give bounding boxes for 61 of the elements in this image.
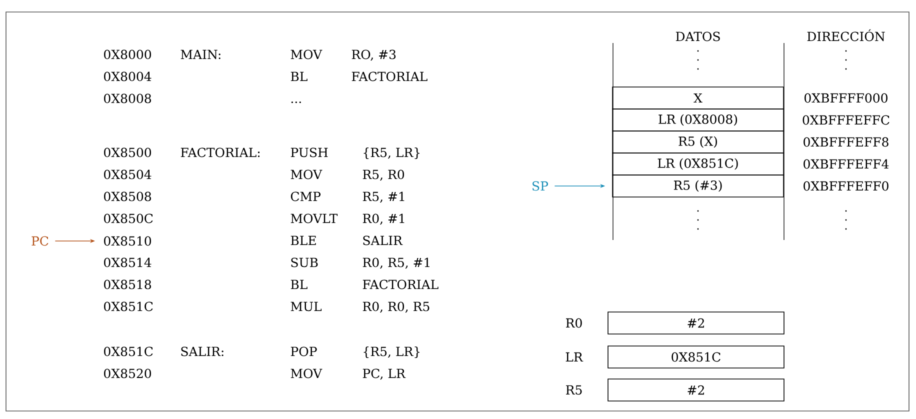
column-header: DIRECCIÓN — [807, 29, 885, 42]
address-text: 0XBFFFEFF0 — [804, 181, 888, 191]
code-text: BL — [290, 280, 308, 289]
code-text: {R5, LR} — [364, 148, 420, 160]
code-text: 0X8510 — [104, 236, 152, 246]
address-text: 0XBFFFEFF8 — [804, 137, 888, 147]
code-text: SUB — [291, 258, 318, 268]
code-text: 0X8504 — [104, 170, 152, 180]
code-text: SALIR — [363, 236, 403, 246]
code-text: 0X8518 — [104, 280, 152, 290]
code-text: R0, R0, R5 — [362, 302, 430, 313]
code-text: 0X850C — [104, 214, 153, 224]
code-text: ... — [291, 102, 301, 104]
code-text: POP — [290, 346, 317, 356]
code-text: BLE — [290, 236, 316, 245]
register-name: R0 — [566, 318, 582, 328]
code-text: R5, R0 — [362, 170, 404, 181]
code-text: MOV — [290, 50, 322, 60]
code-text: MOV — [290, 368, 322, 378]
column-header: DATOS — [676, 32, 720, 42]
code-text: RO, #3 — [352, 50, 396, 61]
code-text: 0X8514 — [104, 258, 152, 268]
code-text: 0X851C — [104, 346, 153, 356]
register-name: R5 — [566, 385, 582, 395]
stack-cell: LR (0X851C) — [612, 152, 784, 176]
code-text: PC, LR — [362, 368, 406, 380]
stack-cell: LR (0X8008) — [612, 108, 784, 132]
code-text: MAIN: — [180, 50, 220, 60]
code-text: R0, R5, #1 — [362, 258, 430, 269]
register-box: #2 — [608, 312, 784, 334]
code-text: SALIR: — [181, 346, 224, 356]
stack-cell: R5 (#3) — [612, 174, 784, 198]
code-text: 0X8508 — [104, 192, 152, 202]
register-box: #2 — [608, 378, 784, 402]
code-text: MOV — [290, 170, 322, 180]
code-text: CMP — [290, 192, 321, 202]
code-text: MOVLT — [290, 214, 338, 224]
address-text: 0XBFFFEFFC — [802, 115, 890, 125]
code-text: FACTORIAL — [352, 72, 428, 82]
code-text: 0X8000 — [104, 50, 152, 60]
register-box: 0X851C — [608, 346, 784, 368]
register-name: LR — [566, 352, 584, 362]
address-text: 0XBFFFF000 — [804, 93, 888, 103]
code-text: 0X8500 — [104, 148, 152, 158]
pointer-label: SP — [532, 181, 548, 191]
stack-cell: X — [612, 86, 784, 110]
address-text: 0XBFFFEFF4 — [804, 159, 889, 169]
code-text: PUSH — [290, 148, 328, 158]
stack-cell: R5 (X) — [612, 130, 784, 154]
code-text: R0, #1 — [362, 214, 404, 225]
code-text: 0X8520 — [104, 368, 152, 378]
code-text: 0X8004 — [104, 72, 152, 82]
code-text: BL — [290, 72, 308, 81]
code-text: {R5, LR} — [364, 346, 420, 358]
code-text: 0X8008 — [104, 94, 152, 104]
code-text: FACTORIAL: — [180, 148, 260, 158]
code-text: R5, #1 — [362, 192, 404, 203]
code-text: FACTORIAL — [362, 280, 438, 290]
pointer-label: PC — [32, 236, 48, 246]
code-text: MUL — [290, 302, 322, 312]
code-text: 0X851C — [104, 302, 153, 312]
